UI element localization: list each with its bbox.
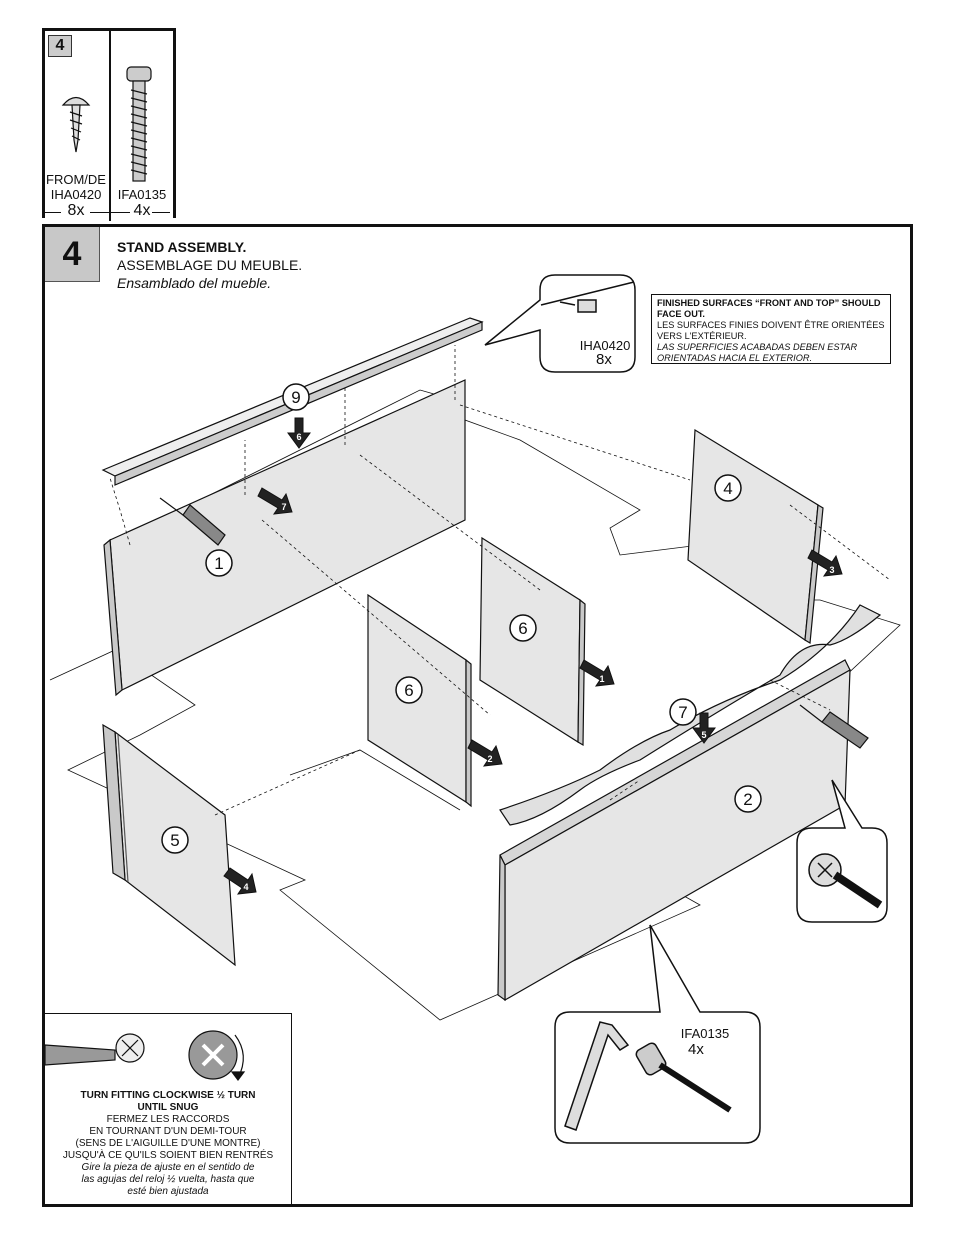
panel-label-2: 2 — [743, 790, 752, 809]
arrow-label-6: 6 — [296, 432, 301, 442]
hardware-callout-bottom — [554, 924, 761, 1144]
title-es: Ensamblado del mueble. — [117, 275, 272, 291]
divider-panel — [367, 593, 472, 808]
screwdriver-icon — [799, 704, 869, 749]
notice-fr: LES SURFACES FINIES DOIVENT ÊTRE ORIENTÉ… — [657, 320, 885, 341]
part-2-qty: 4x — [133, 202, 151, 219]
parts-step-number: 4 — [48, 35, 72, 57]
panel-marker-6b — [395, 676, 423, 704]
direction-arrows — [223, 417, 843, 895]
title-en: STAND ASSEMBLY. — [117, 239, 247, 255]
panel-label-6b: 6 — [404, 681, 413, 700]
panel-label-9: 9 — [291, 388, 300, 407]
panel-marker-7 — [669, 698, 697, 726]
screw-icon — [61, 96, 91, 153]
callout-bottom-part: IFA0135 — [680, 1026, 730, 1041]
bolt-icon — [126, 66, 152, 182]
instruction-fr-1: FERMEZ LES RACCORDS — [106, 1114, 230, 1125]
step-frame — [42, 224, 913, 1207]
instruction-es-2: las agujas del reloj ½ vuelta, hasta que — [81, 1174, 255, 1185]
qty-line — [90, 212, 130, 213]
zoom-callout-right — [796, 779, 888, 923]
panel-marker-1 — [205, 549, 233, 577]
finished-surfaces-notice: FINISHED SURFACES “FRONT AND TOP” SHOULD… — [651, 294, 891, 364]
instruction-fr-3: (SENS DE L'AIGUILLE D'UNE MONTRE) — [75, 1138, 261, 1149]
callout-top-part: IHA0420 — [579, 338, 631, 353]
panel-number-markers — [161, 383, 762, 854]
arrow-1 — [579, 659, 615, 687]
instruction-en-2: UNTIL SNUG — [137, 1102, 199, 1113]
arrow-label-2: 2 — [487, 754, 492, 764]
arrow-label-1: 1 — [599, 674, 604, 684]
arrow-label-3: 3 — [829, 565, 834, 575]
qty-line — [152, 212, 170, 213]
side-panel-right — [687, 428, 824, 645]
arrow-4 — [223, 867, 257, 895]
title-fr: ASSEMBLAGE DU MEUBLE. — [117, 257, 303, 273]
panel-marker-6a — [509, 614, 537, 642]
divider-panel — [479, 536, 586, 747]
part-2-code: IFA0135 — [117, 187, 167, 202]
turn-fitting-text: TURN FITTING CLOCKWISE ½ TURN UNTIL SNUG… — [44, 1090, 292, 1198]
assembly-guide-lines — [109, 345, 891, 816]
panel-label-6a: 6 — [518, 619, 527, 638]
step-number: 4 — [45, 227, 100, 282]
panel-marker-2 — [734, 785, 762, 813]
callout-top-qty: 8x — [596, 351, 612, 368]
panel-label-7: 7 — [678, 703, 687, 722]
arrow-6 — [287, 417, 311, 449]
instruction-fr-4: JUSQU'À CE QU'ILS SOIENT BIEN RENTRÉS — [62, 1150, 274, 1161]
panel-marker-4 — [714, 474, 742, 502]
part-1-code: IHA0420 — [50, 187, 102, 202]
callout-bottom-qty: 4x — [688, 1041, 704, 1058]
arrow-label-5: 5 — [701, 730, 706, 740]
arrow-2 — [467, 739, 503, 767]
panel-label-4: 4 — [723, 479, 732, 498]
notice-en: FINISHED SURFACES “FRONT AND TOP” SHOULD… — [657, 298, 881, 319]
rotate-clockwise-icon — [188, 1030, 246, 1081]
arrow-7 — [257, 487, 293, 515]
instruction-es-1: Gire la pieza de ajuste en el sentido de — [81, 1162, 255, 1173]
arrow-3 — [807, 549, 843, 577]
hardware-callout-top — [484, 274, 636, 373]
turn-fitting-note — [44, 1013, 292, 1206]
panel-marker-9 — [282, 383, 310, 411]
step-title: STAND ASSEMBLY. ASSEMBLAGE DU MEUBLE. En… — [117, 238, 302, 292]
notice-es: LAS SUPERFICIES ACABADAS DEBEN ESTAR ORI… — [657, 342, 858, 363]
parts-box: 4 — [42, 28, 176, 221]
instruction-fr-2: EN TOURNANT D'UN DEMI-TOUR — [89, 1126, 247, 1137]
screwdriver-icon — [159, 497, 226, 546]
panel-marker-5 — [161, 826, 189, 854]
qty-line — [45, 212, 61, 213]
parts-divider — [109, 31, 111, 221]
fitting-icon — [44, 1033, 145, 1066]
arrow-label-4: 4 — [243, 882, 248, 892]
back-panel — [103, 379, 466, 697]
part-1-from-label: FROM/DE — [46, 172, 106, 187]
part-1-qty: 8x — [67, 202, 85, 219]
arrow-5 — [692, 712, 716, 744]
instruction-es-3: esté bien ajustada — [127, 1186, 209, 1197]
panel-label-1: 1 — [214, 554, 223, 573]
instruction-en-1: TURN FITTING CLOCKWISE ½ TURN — [80, 1090, 256, 1101]
panel-label-5: 5 — [170, 831, 179, 850]
arrow-label-7: 7 — [281, 502, 286, 512]
front-rail-panel — [499, 604, 882, 826]
